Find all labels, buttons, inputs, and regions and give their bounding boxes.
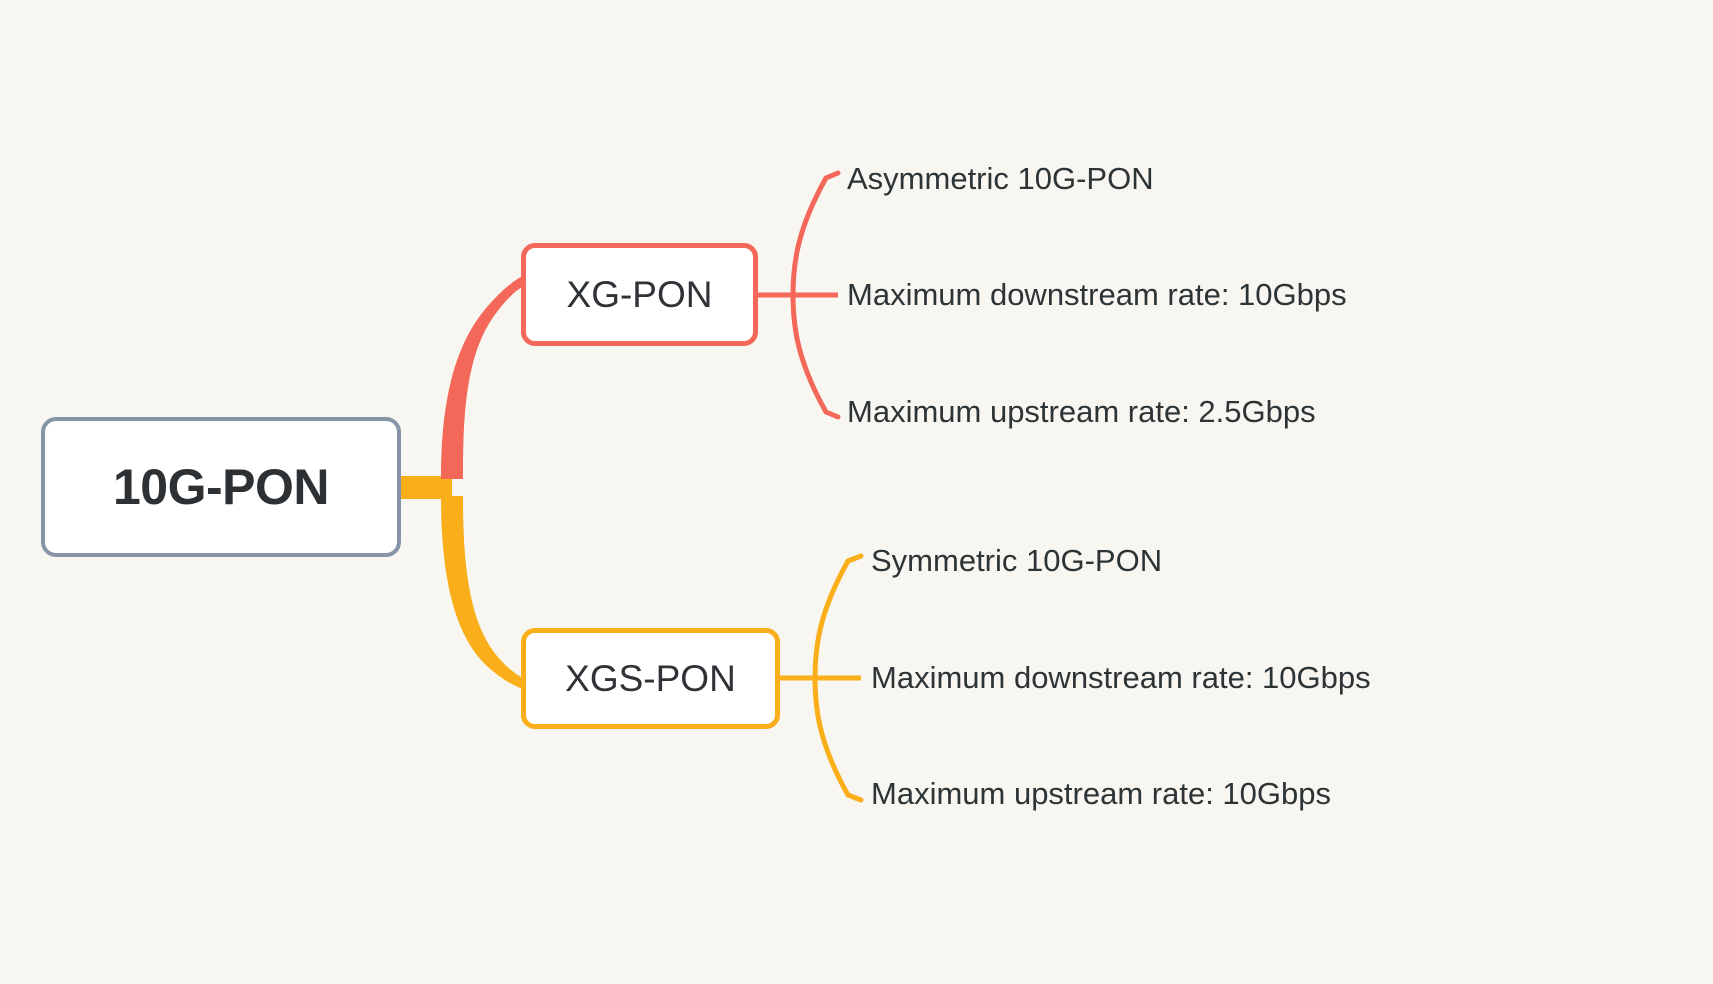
bracket-hook-xgpon-bottom xyxy=(823,409,841,420)
leaf-xgs-pon-symmetric[interactable]: Symmetric 10G-PON xyxy=(871,543,1163,578)
bracket-hook-xgspon-bottom xyxy=(845,792,864,803)
bracket-spine-xgspon xyxy=(812,558,851,798)
branch-node-xgs-pon[interactable]: XGS-PON xyxy=(521,628,780,729)
leaf-xgs-pon-upstream-rate[interactable]: Maximum upstream rate: 10Gbps xyxy=(871,776,1332,811)
leaf-xg-pon-asymmetric[interactable]: Asymmetric 10G-PON xyxy=(847,161,1154,196)
leaf-xg-pon-downstream-rate[interactable]: Maximum downstream rate: 10Gbps xyxy=(847,277,1347,312)
branch-node-xg-pon[interactable]: XG-PON xyxy=(521,243,758,346)
leaf-xgs-pon-downstream-rate[interactable]: Maximum downstream rate: 10Gbps xyxy=(871,660,1371,695)
bracket-hook-xgpon-top xyxy=(823,170,841,181)
bracket-spine-xgpon xyxy=(790,175,829,415)
trunk-stub-root xyxy=(396,476,452,499)
root-node-10g-pon[interactable]: 10G-PON xyxy=(41,417,401,557)
trunk-xgspon xyxy=(441,496,529,691)
trunk-xgpon xyxy=(441,273,529,479)
leaf-xg-pon-upstream-rate[interactable]: Maximum upstream rate: 2.5Gbps xyxy=(847,394,1316,429)
bracket-hook-xgspon-top xyxy=(845,553,864,564)
